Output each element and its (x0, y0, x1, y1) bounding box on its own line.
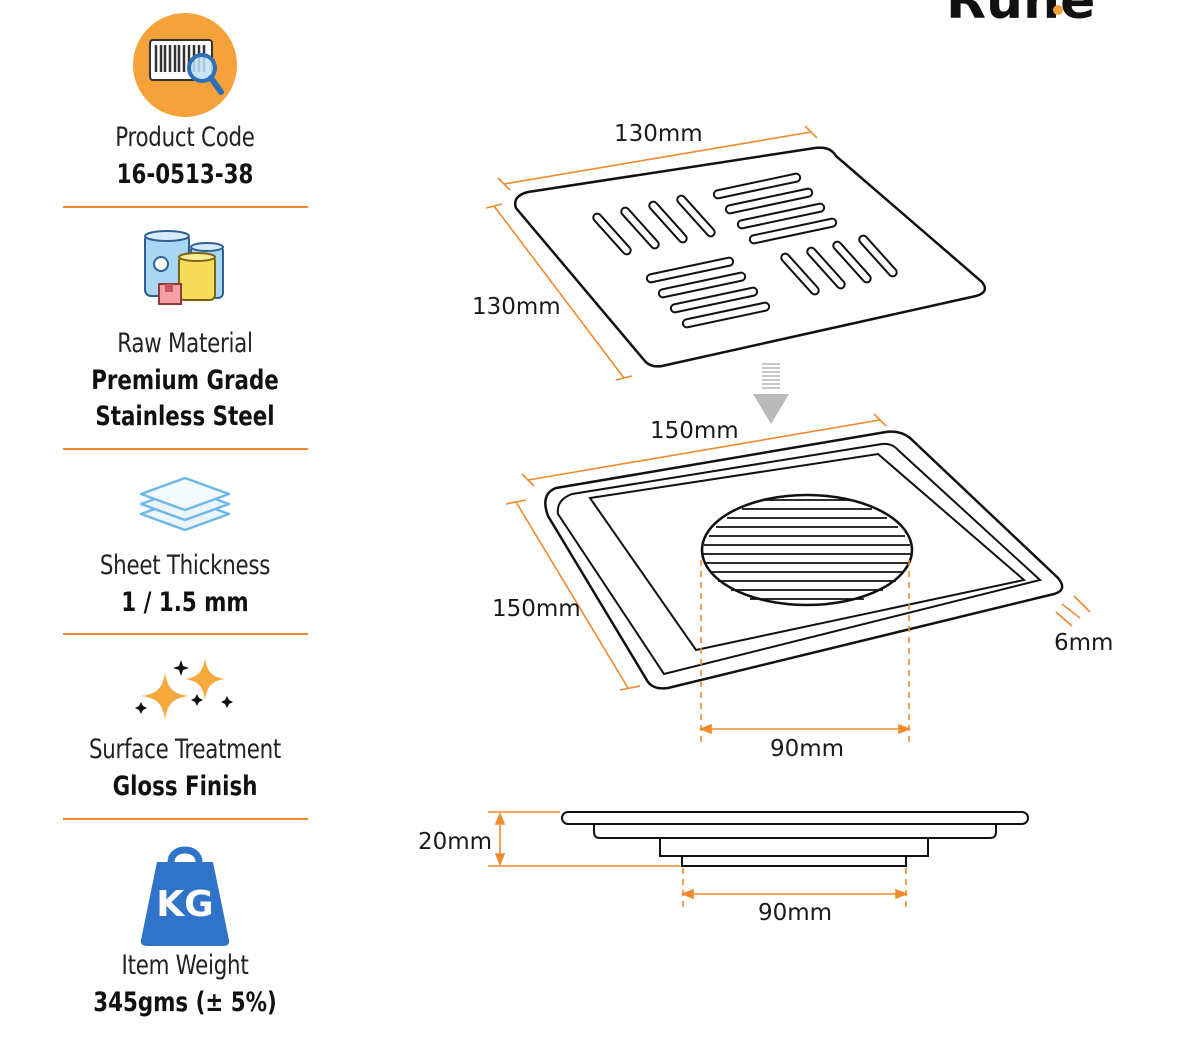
dim-frame-lip: 6mm (1054, 630, 1113, 656)
side-view (561, 811, 1029, 867)
spec-value: 1 / 1.5 mm (121, 587, 249, 618)
divider (63, 206, 308, 208)
material-drums-icon (40, 228, 330, 308)
spec-sidebar: Product Code 16-0513-38 Raw Material Pre… (40, 0, 330, 1052)
side-dimension-lines (488, 811, 909, 912)
grate-dimension-lines (485, 125, 818, 381)
dim-height: 20mm (418, 829, 492, 855)
spec-label: Sheet Thickness (99, 550, 271, 581)
dim-drain-diameter-side: 90mm (758, 900, 832, 926)
slot-group-bottom-left (645, 256, 771, 329)
grate-cover (514, 146, 987, 368)
spec-value: 345gms (± 5%) (93, 987, 277, 1018)
spec-value: 16-0513-38 (116, 159, 254, 190)
spec-label: Item Weight (121, 950, 249, 981)
drain-frame (544, 430, 1064, 690)
grate-slots (592, 172, 898, 329)
spec-value-line-1: Premium Grade (91, 365, 279, 396)
slot-group-bottom-right (780, 234, 898, 296)
kg-text: KG (156, 884, 213, 925)
slot-group-top-right (712, 172, 838, 245)
frame-dimension-lines (505, 413, 1091, 745)
dim-grate-width: 130mm (614, 121, 703, 147)
dim-grate-depth: 130mm (472, 294, 561, 320)
dim-drain-diameter-top: 90mm (770, 736, 844, 762)
dim-frame-width: 150mm (650, 418, 739, 444)
spec-value-line-2: Stainless Steel (95, 401, 275, 432)
drain-grid-lines (703, 499, 911, 600)
spec-label: Surface Treatment (88, 734, 282, 765)
kg-weight-icon: KG (40, 840, 330, 950)
divider (63, 633, 308, 635)
dim-frame-depth: 150mm (492, 596, 581, 622)
brand-logo: Ruhe (946, 0, 1095, 31)
brand-drop-icon (1053, 5, 1063, 15)
spec-label: Product Code (115, 122, 255, 153)
sheet-layers-icon (40, 468, 330, 540)
slot-group-top-left (592, 194, 716, 256)
divider (63, 818, 308, 820)
assembly-arrow-icon (753, 363, 789, 424)
divider (63, 448, 308, 450)
barcode-magnifier-icon (40, 12, 330, 118)
spec-value: Gloss Finish (112, 771, 258, 802)
sparkle-icon (40, 656, 330, 728)
spec-label: Raw Material (117, 328, 253, 359)
